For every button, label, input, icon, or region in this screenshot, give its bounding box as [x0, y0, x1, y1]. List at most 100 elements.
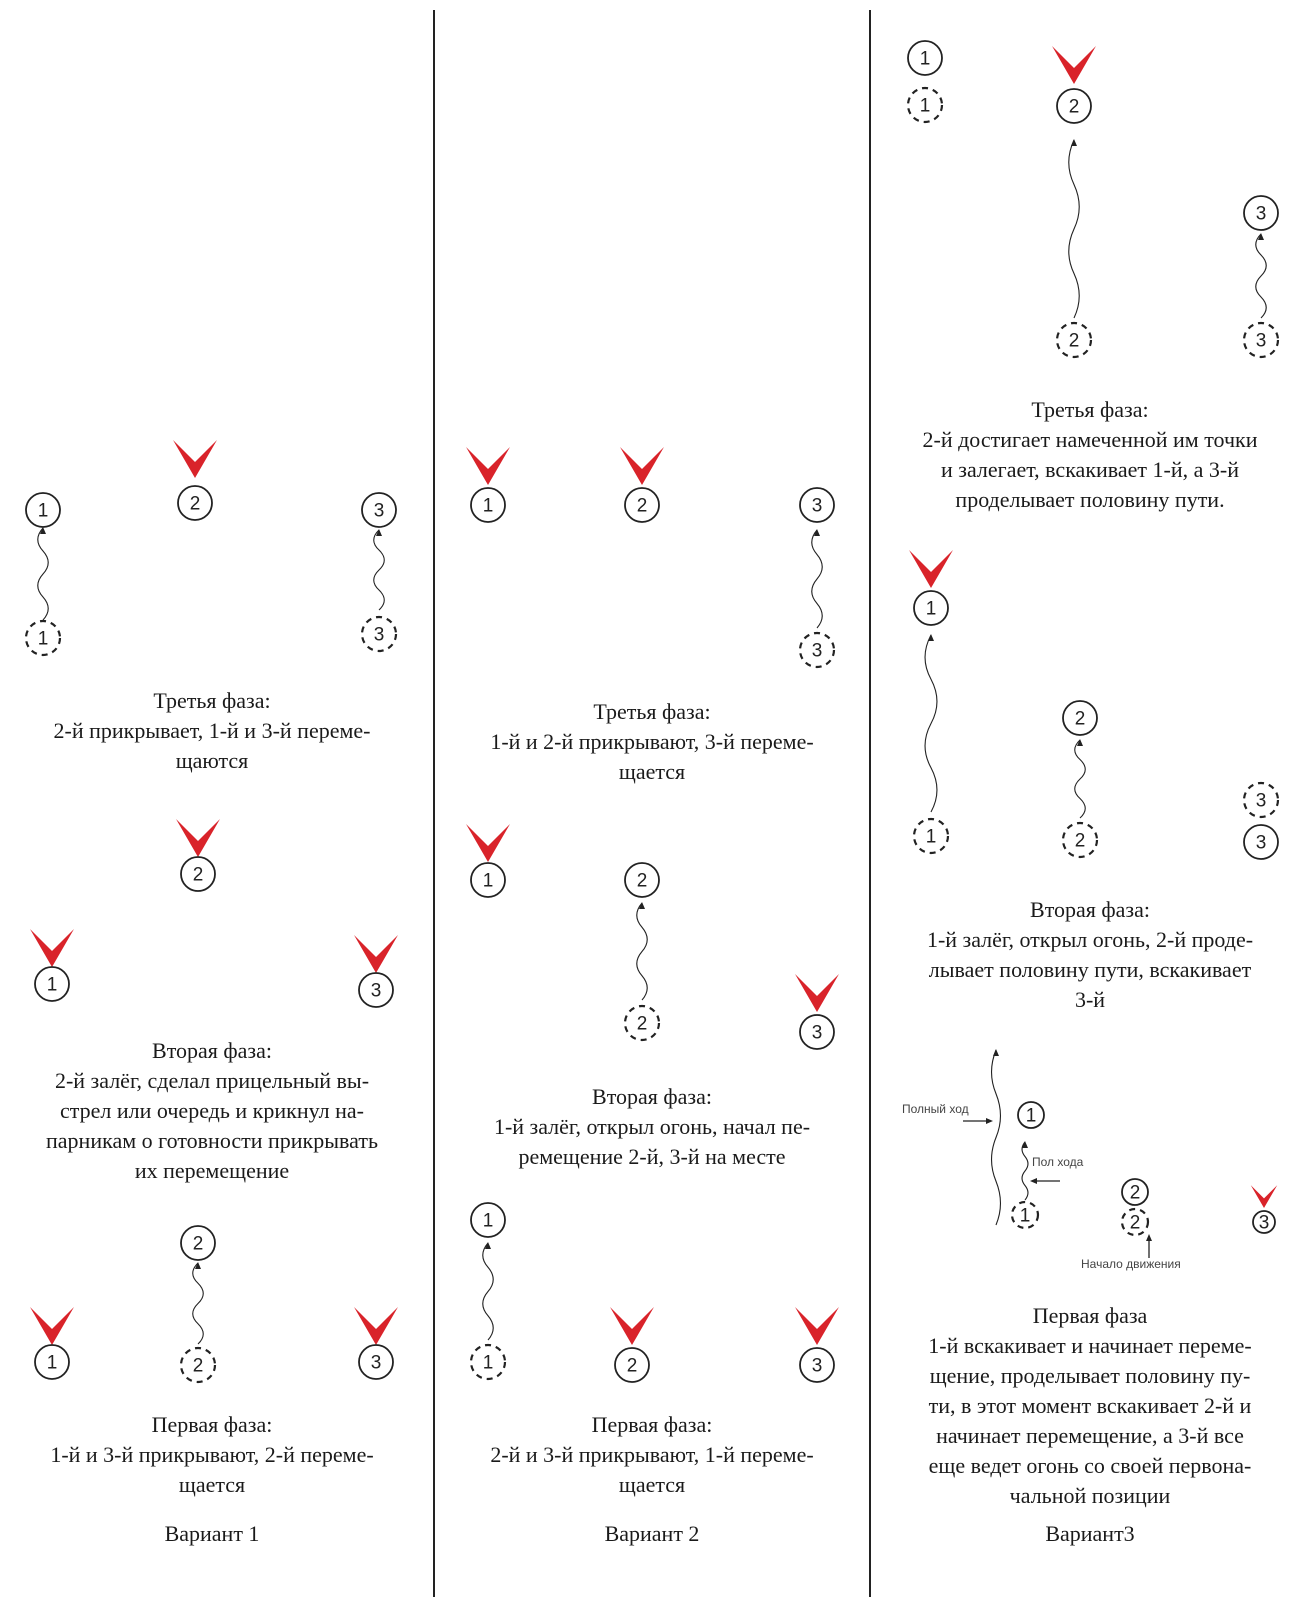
- soldier-number: 1: [1026, 1106, 1037, 1127]
- soldier-number: 3: [371, 981, 382, 1002]
- arrow-head-icon: [993, 1049, 999, 1056]
- movement-path: [482, 1242, 494, 1341]
- arrow-head-icon: [928, 634, 934, 641]
- soldier-marker: 3: [358, 972, 394, 1008]
- fire-cover-marker-icon: [1250, 1185, 1278, 1208]
- phase-title: Вторая фаза:: [1030, 897, 1150, 922]
- movement-path: [1074, 739, 1086, 819]
- phase-description-line: парникам о готовности прикрывать: [46, 1128, 378, 1153]
- fire-cover-marker-icon: [176, 819, 220, 857]
- movement-path: [373, 529, 385, 611]
- movement-path: [1068, 139, 1080, 319]
- soldier-number: 3: [1256, 833, 1267, 854]
- soldier-number: 2: [193, 1234, 204, 1255]
- fire-cover-marker-icon: [909, 550, 953, 588]
- soldier-marker: 3: [1243, 195, 1279, 231]
- soldier-start-position: 2: [1061, 821, 1099, 859]
- soldier-marker: 1: [25, 492, 61, 528]
- phase-description-line: лывает половину пути, вскакивает: [929, 957, 1252, 982]
- phase-description-line: 2-й достигает намеченной им точки: [923, 427, 1258, 452]
- fire-cover-marker-icon: [30, 1307, 74, 1345]
- soldier-start-position: 2: [623, 1004, 661, 1042]
- soldier-number: 2: [193, 865, 204, 886]
- fire-cover-marker-icon: [620, 447, 664, 485]
- soldier-number: 1: [920, 49, 931, 70]
- pointer-arrow-icon: [986, 1118, 993, 1124]
- phase-description-line: ремещение 2-й, 3-й на месте: [518, 1144, 785, 1169]
- soldier-number: 2: [1130, 1183, 1141, 1204]
- phase-description-line: 1-й и 2-й прикрывают, 3-й переме-: [490, 729, 813, 754]
- soldier-number: 3: [812, 1023, 823, 1044]
- soldier-start-position: 3: [360, 615, 398, 653]
- movement-path: [192, 1262, 204, 1345]
- legend-half-move: Пол хода: [1032, 1155, 1084, 1169]
- phase-description-line: 1-й залёг, открыл огонь, начал пе-: [494, 1114, 810, 1139]
- soldier-marker: 1: [913, 590, 949, 626]
- soldier-start-position: 2: [1120, 1207, 1150, 1237]
- phase-description-line: ти, в этот момент вскакивает 2-й и: [929, 1393, 1252, 1418]
- pointer-arrow-icon: [1146, 1234, 1152, 1241]
- soldier-marker: 2: [1121, 1178, 1149, 1206]
- soldier-number: 2: [1075, 831, 1086, 852]
- soldier-number: 1: [926, 599, 937, 620]
- phase-description-line: щение, проделывает половину пу-: [930, 1363, 1251, 1388]
- arrow-head-icon: [485, 1242, 491, 1249]
- soldier-number: 3: [812, 496, 823, 517]
- phase-description-line: 1-й вскакивает и начинает переме-: [928, 1333, 1251, 1358]
- phase-description-line: и залегает, вскакивает 1-й, а 3-й: [941, 457, 1239, 482]
- fire-cover-marker-icon: [1052, 46, 1096, 84]
- soldier-marker: 2: [1056, 88, 1092, 124]
- soldier-start-position: 1: [1010, 1200, 1040, 1230]
- phase-description-line: щаются: [176, 748, 249, 773]
- arrow-head-icon: [1071, 139, 1077, 146]
- soldier-marker: 3: [361, 492, 397, 528]
- soldier-marker: 1: [470, 1202, 506, 1238]
- phase-description-line: щается: [619, 759, 685, 784]
- soldier-number: 2: [1075, 709, 1086, 730]
- soldier-number: 1: [483, 871, 494, 892]
- soldier-start-position: 3: [798, 631, 836, 669]
- movement-path: [636, 902, 648, 1001]
- soldier-number: 2: [190, 494, 201, 515]
- phase-title: Первая фаза:: [152, 1412, 273, 1437]
- phase-title: Вторая фаза:: [152, 1038, 272, 1063]
- fire-cover-marker-icon: [466, 447, 510, 485]
- movement-path: [1255, 233, 1267, 319]
- phase-title: Третья фаза:: [593, 699, 710, 724]
- fire-cover-marker-icon: [795, 1307, 839, 1345]
- phase-description-line: чальной позиции: [1010, 1483, 1171, 1508]
- fire-cover-marker-icon: [173, 440, 217, 478]
- arrow-head-icon: [195, 1262, 201, 1269]
- arrow-head-icon: [1022, 1141, 1028, 1148]
- movement-path: [37, 527, 49, 621]
- phase-description-line: 3-й: [1075, 987, 1105, 1012]
- soldier-number: 1: [1020, 1206, 1031, 1227]
- soldier-number: 1: [47, 975, 58, 996]
- soldier-marker: 3: [358, 1344, 394, 1380]
- phase-title: Первая фаза:: [592, 1412, 713, 1437]
- soldier-number: 2: [1069, 331, 1080, 352]
- movement-path: [1021, 1141, 1029, 1201]
- soldier-marker: 2: [180, 856, 216, 892]
- soldier-number: 3: [812, 641, 823, 662]
- soldier-marker: 3: [1243, 824, 1279, 860]
- arrow-head-icon: [814, 529, 820, 536]
- phase-title: Вторая фаза:: [592, 1084, 712, 1109]
- soldier-number: 1: [483, 1211, 494, 1232]
- arrow-head-icon: [40, 527, 46, 534]
- arrow-head-icon: [639, 902, 645, 909]
- soldier-number: 2: [1069, 97, 1080, 118]
- phase-description-line: 2-й и 3-й прикрывают, 1-й переме-: [490, 1442, 813, 1467]
- soldier-start-position: 2: [1055, 321, 1093, 359]
- arrow-head-icon: [1258, 233, 1264, 240]
- soldier-number: 1: [920, 96, 931, 117]
- soldier-marker: 1: [34, 966, 70, 1002]
- phase-description-line: еще ведет огонь со своей первона-: [929, 1453, 1252, 1478]
- phase-description-line: щается: [619, 1472, 685, 1497]
- soldier-marker: 1: [907, 40, 943, 76]
- soldier-number: 1: [47, 1353, 58, 1374]
- soldier-start-position: 2: [179, 1346, 217, 1384]
- soldier-marker: 2: [177, 485, 213, 521]
- fire-cover-marker-icon: [354, 935, 398, 973]
